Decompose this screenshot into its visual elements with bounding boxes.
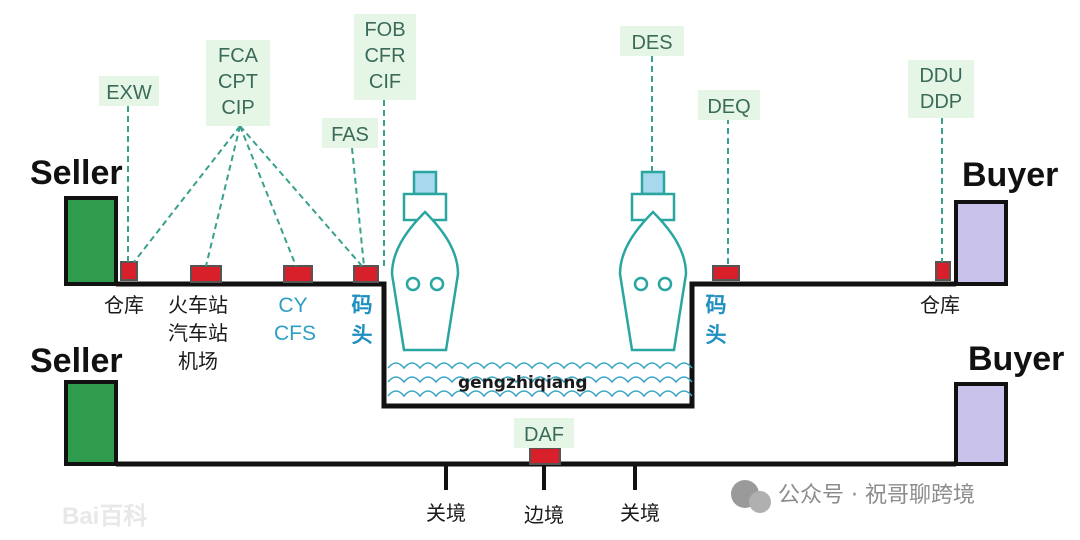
- wechat-icon: [731, 480, 771, 513]
- label-customs-right: 关境: [620, 501, 660, 525]
- term-cpt: CPT: [218, 71, 258, 93]
- label-cy: CY: [278, 294, 307, 317]
- label-border: 边境: [524, 503, 564, 527]
- label-port-destination-2: 头: [706, 323, 727, 347]
- fca-connector-station: [205, 125, 241, 267]
- term-cif: CIF: [369, 71, 401, 93]
- label-customs-left: 关境: [426, 501, 466, 525]
- marker-cy-cfs: [283, 265, 313, 283]
- term-ddp: DDP: [920, 91, 962, 113]
- term-des: DES: [631, 32, 672, 54]
- marker-port-destination: [712, 265, 740, 281]
- upper-buyer-box: [954, 200, 1008, 286]
- fas-connector: [351, 147, 365, 267]
- fca-connector-cy: [239, 125, 297, 267]
- label-buyer-warehouse: 仓库: [920, 293, 960, 317]
- baidu-watermark: Bai百科: [62, 503, 147, 530]
- label-port-origin-1: 码: [352, 293, 373, 317]
- upper-buyer-label: Buyer: [962, 156, 1058, 194]
- term-deq: DEQ: [707, 96, 750, 118]
- fca-connector-warehouse: [133, 125, 241, 263]
- lower-seller-label: Seller: [30, 342, 123, 380]
- term-fca: FCA: [218, 45, 259, 67]
- upper-seller-box: [64, 196, 118, 286]
- upper-route-line: [116, 281, 956, 409]
- marker-port-origin: [353, 265, 379, 283]
- term-box-fas: [322, 118, 378, 148]
- term-fas: FAS: [331, 124, 369, 146]
- term-ddu: DDU: [919, 65, 962, 87]
- term-box-des: [620, 26, 684, 56]
- term-daf: DAF: [524, 424, 564, 446]
- term-box-fca: [206, 40, 270, 126]
- marker-seller-warehouse: [120, 261, 138, 281]
- marker-daf: [529, 447, 561, 465]
- lower-seller-box: [64, 380, 118, 466]
- ship-destination: [618, 170, 688, 352]
- upper-seller-label: Seller: [30, 154, 123, 192]
- label-port-origin-2: 头: [352, 323, 373, 347]
- marker-buyer-warehouse: [935, 261, 951, 281]
- fca-connector-port: [239, 125, 363, 267]
- term-box-deq: [698, 90, 760, 120]
- label-port-destination-1: 码: [706, 293, 727, 317]
- term-box-fob: [354, 14, 416, 100]
- label-cfs: CFS: [274, 322, 316, 345]
- term-fob: FOB: [364, 19, 405, 41]
- ship-origin: [390, 170, 460, 352]
- sea-label: gengzhiqiang: [458, 373, 588, 393]
- term-box-daf: [514, 418, 574, 448]
- term-box-exw: [99, 76, 159, 106]
- term-cfr: CFR: [364, 45, 405, 67]
- marker-station: [190, 265, 222, 283]
- term-exw: EXW: [106, 82, 152, 104]
- wechat-watermark: 公众号 · 祝哥聊跨境: [778, 483, 975, 508]
- label-station-line3: 机场: [178, 349, 218, 373]
- lower-buyer-label: Buyer: [968, 340, 1064, 378]
- sea-waves: [387, 362, 693, 398]
- term-box-ddu: [908, 60, 974, 118]
- label-station-line1: 火车站: [168, 293, 228, 317]
- term-cip: CIP: [221, 97, 254, 119]
- lower-buyer-box: [954, 382, 1008, 466]
- label-station-line2: 汽车站: [168, 321, 228, 345]
- label-seller-warehouse: 仓库: [104, 293, 144, 317]
